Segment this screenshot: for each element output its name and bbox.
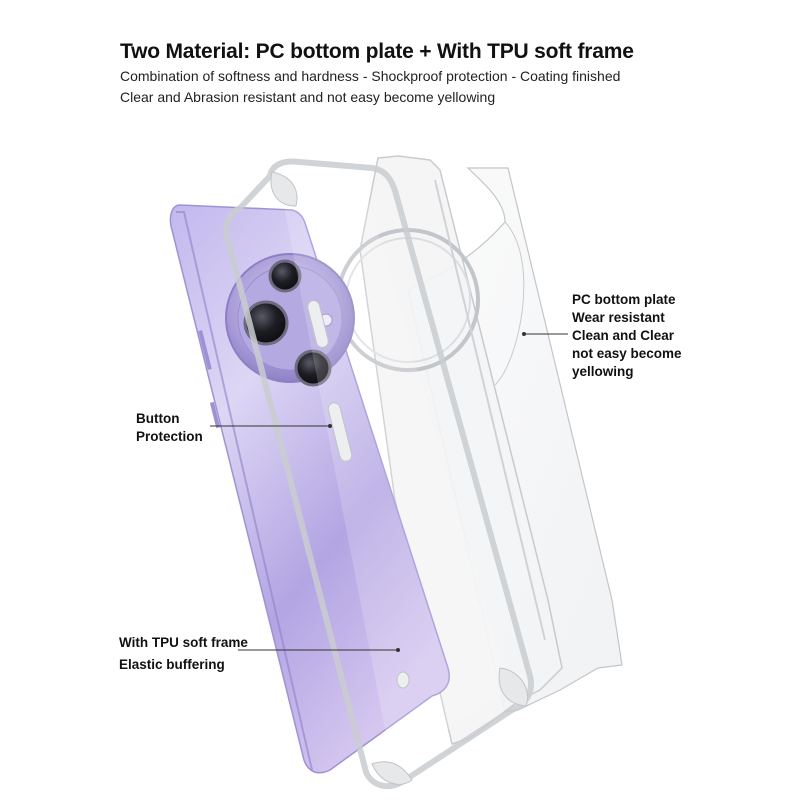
callout-line: PC bottom plate (572, 292, 676, 307)
tpu-frame-callout: With TPU soft frame Elastic buffering (119, 632, 248, 676)
callout-line: Elastic buffering (119, 657, 225, 672)
callout-line: Button (136, 411, 180, 426)
button-protection-callout: Button Protection (136, 410, 203, 446)
callout-line: Clean and Clear (572, 328, 675, 343)
callout-line: yellowing (572, 364, 634, 379)
callout-line: Wear resistant (572, 310, 665, 325)
callout-leaders (210, 332, 568, 652)
callout-line: Protection (136, 429, 203, 444)
camera-lens-icon (243, 259, 333, 387)
feature-subtitle-2: Clear and Abrasion resistant and not eas… (120, 89, 496, 105)
page-title: Two Material: PC bottom plate + With TPU… (120, 40, 634, 63)
feature-subtitle: Combination of softness and hardness - S… (120, 68, 621, 84)
button-cover (307, 300, 329, 348)
callout-line: With TPU soft frame (119, 635, 248, 650)
pc-plate-callout: PC bottom plate Wear resistant Clean and… (572, 291, 682, 381)
tpu-soft-frame (223, 158, 534, 790)
callout-line: not easy become (572, 346, 682, 361)
